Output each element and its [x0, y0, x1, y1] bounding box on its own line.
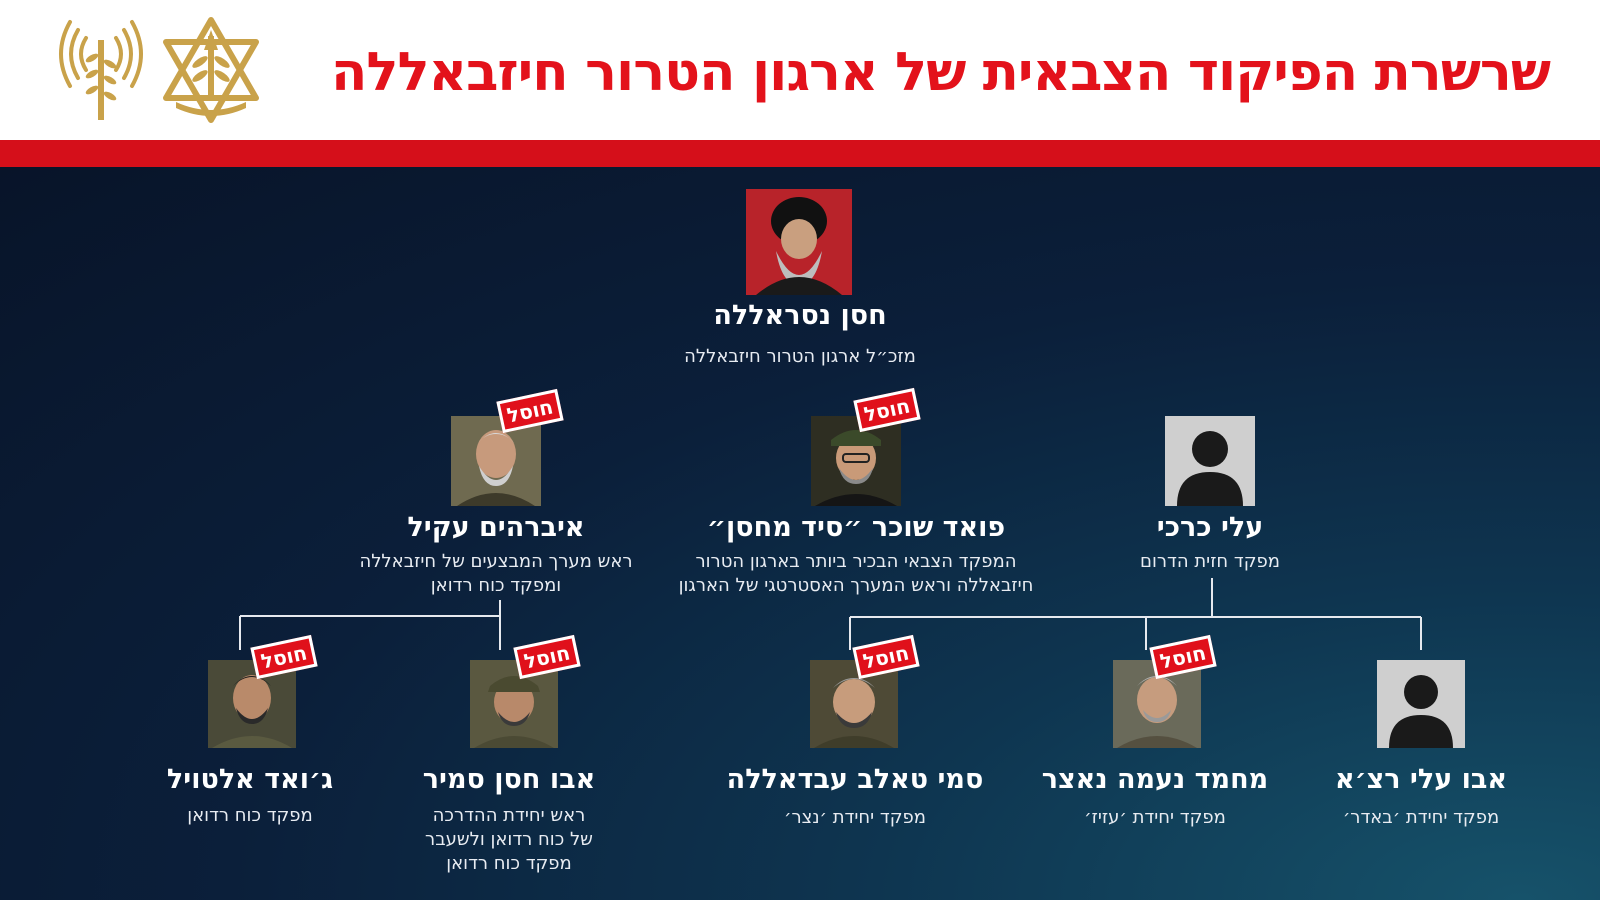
person-name-ridha: אבו עלי רצ׳א	[1335, 764, 1507, 795]
header: שרשרת הפיקוד הצבאית של ארגון הטרור חיזבא…	[0, 0, 1600, 140]
portrait-aqil	[451, 416, 541, 506]
portrait-shukr	[811, 416, 901, 506]
portrait-altawil	[208, 660, 296, 748]
red-divider-band	[0, 140, 1600, 167]
person-role-altawil: מפקד כוח רדואן	[187, 805, 313, 826]
person-name-shukr: פואד שוכר ״סיד מחסן״	[706, 512, 1006, 543]
person-name-samir: אבו חסן סמיר	[422, 764, 596, 795]
radio-tower-icon	[56, 18, 146, 122]
person-role-abdallah: מפקד יחידת ׳נצר׳	[784, 807, 926, 828]
portrait-nasser	[1113, 660, 1201, 748]
person-name-nasser: מחמד נעמה נאצר	[1041, 764, 1269, 795]
person-name-karaki: עלי כרכי	[1156, 512, 1264, 543]
placeholder-avatar-icon	[1165, 416, 1255, 506]
person-role-aqil: ראש מערך המבצעים של חיזבאללה ומפקד כוח ר…	[359, 551, 633, 596]
placeholder-avatar-icon	[1377, 660, 1465, 748]
person-role-samir: ראש יחידת ההדרכה של כוח רדואן ולשעבר מפק…	[425, 805, 593, 874]
person-role-karaki: מפקד חזית הדרום	[1140, 551, 1280, 572]
person-role-nasser: מפקד יחידת ׳עזיז׳	[1084, 807, 1226, 828]
idf-emblem-icon	[152, 16, 270, 124]
person-name-aqil: איברהים עקיל	[407, 512, 585, 543]
person-role-ridha: מפקד יחידת ׳באדר׳	[1342, 807, 1500, 828]
portrait-samir	[470, 660, 558, 748]
page-title: שרשרת הפיקוד הצבאית של ארגון הטרור חיזבא…	[330, 42, 1551, 103]
portrait-abdallah	[810, 660, 898, 748]
portrait-nasrallah	[746, 189, 852, 295]
person-name-abdallah: סמי טאלב עבדאללה	[726, 764, 984, 795]
person-role-shukr: המפקד הצבאי הבכיר ביותר בארגון הטרור חיז…	[678, 551, 1034, 596]
person-name-nasrallah: חסן נסראללה	[713, 300, 887, 331]
person-role-nasrallah: מזכ״ל ארגון הטרור חיזבאללה	[684, 346, 916, 367]
person-name-altawil: ג׳ואד אלטויל	[166, 764, 334, 795]
